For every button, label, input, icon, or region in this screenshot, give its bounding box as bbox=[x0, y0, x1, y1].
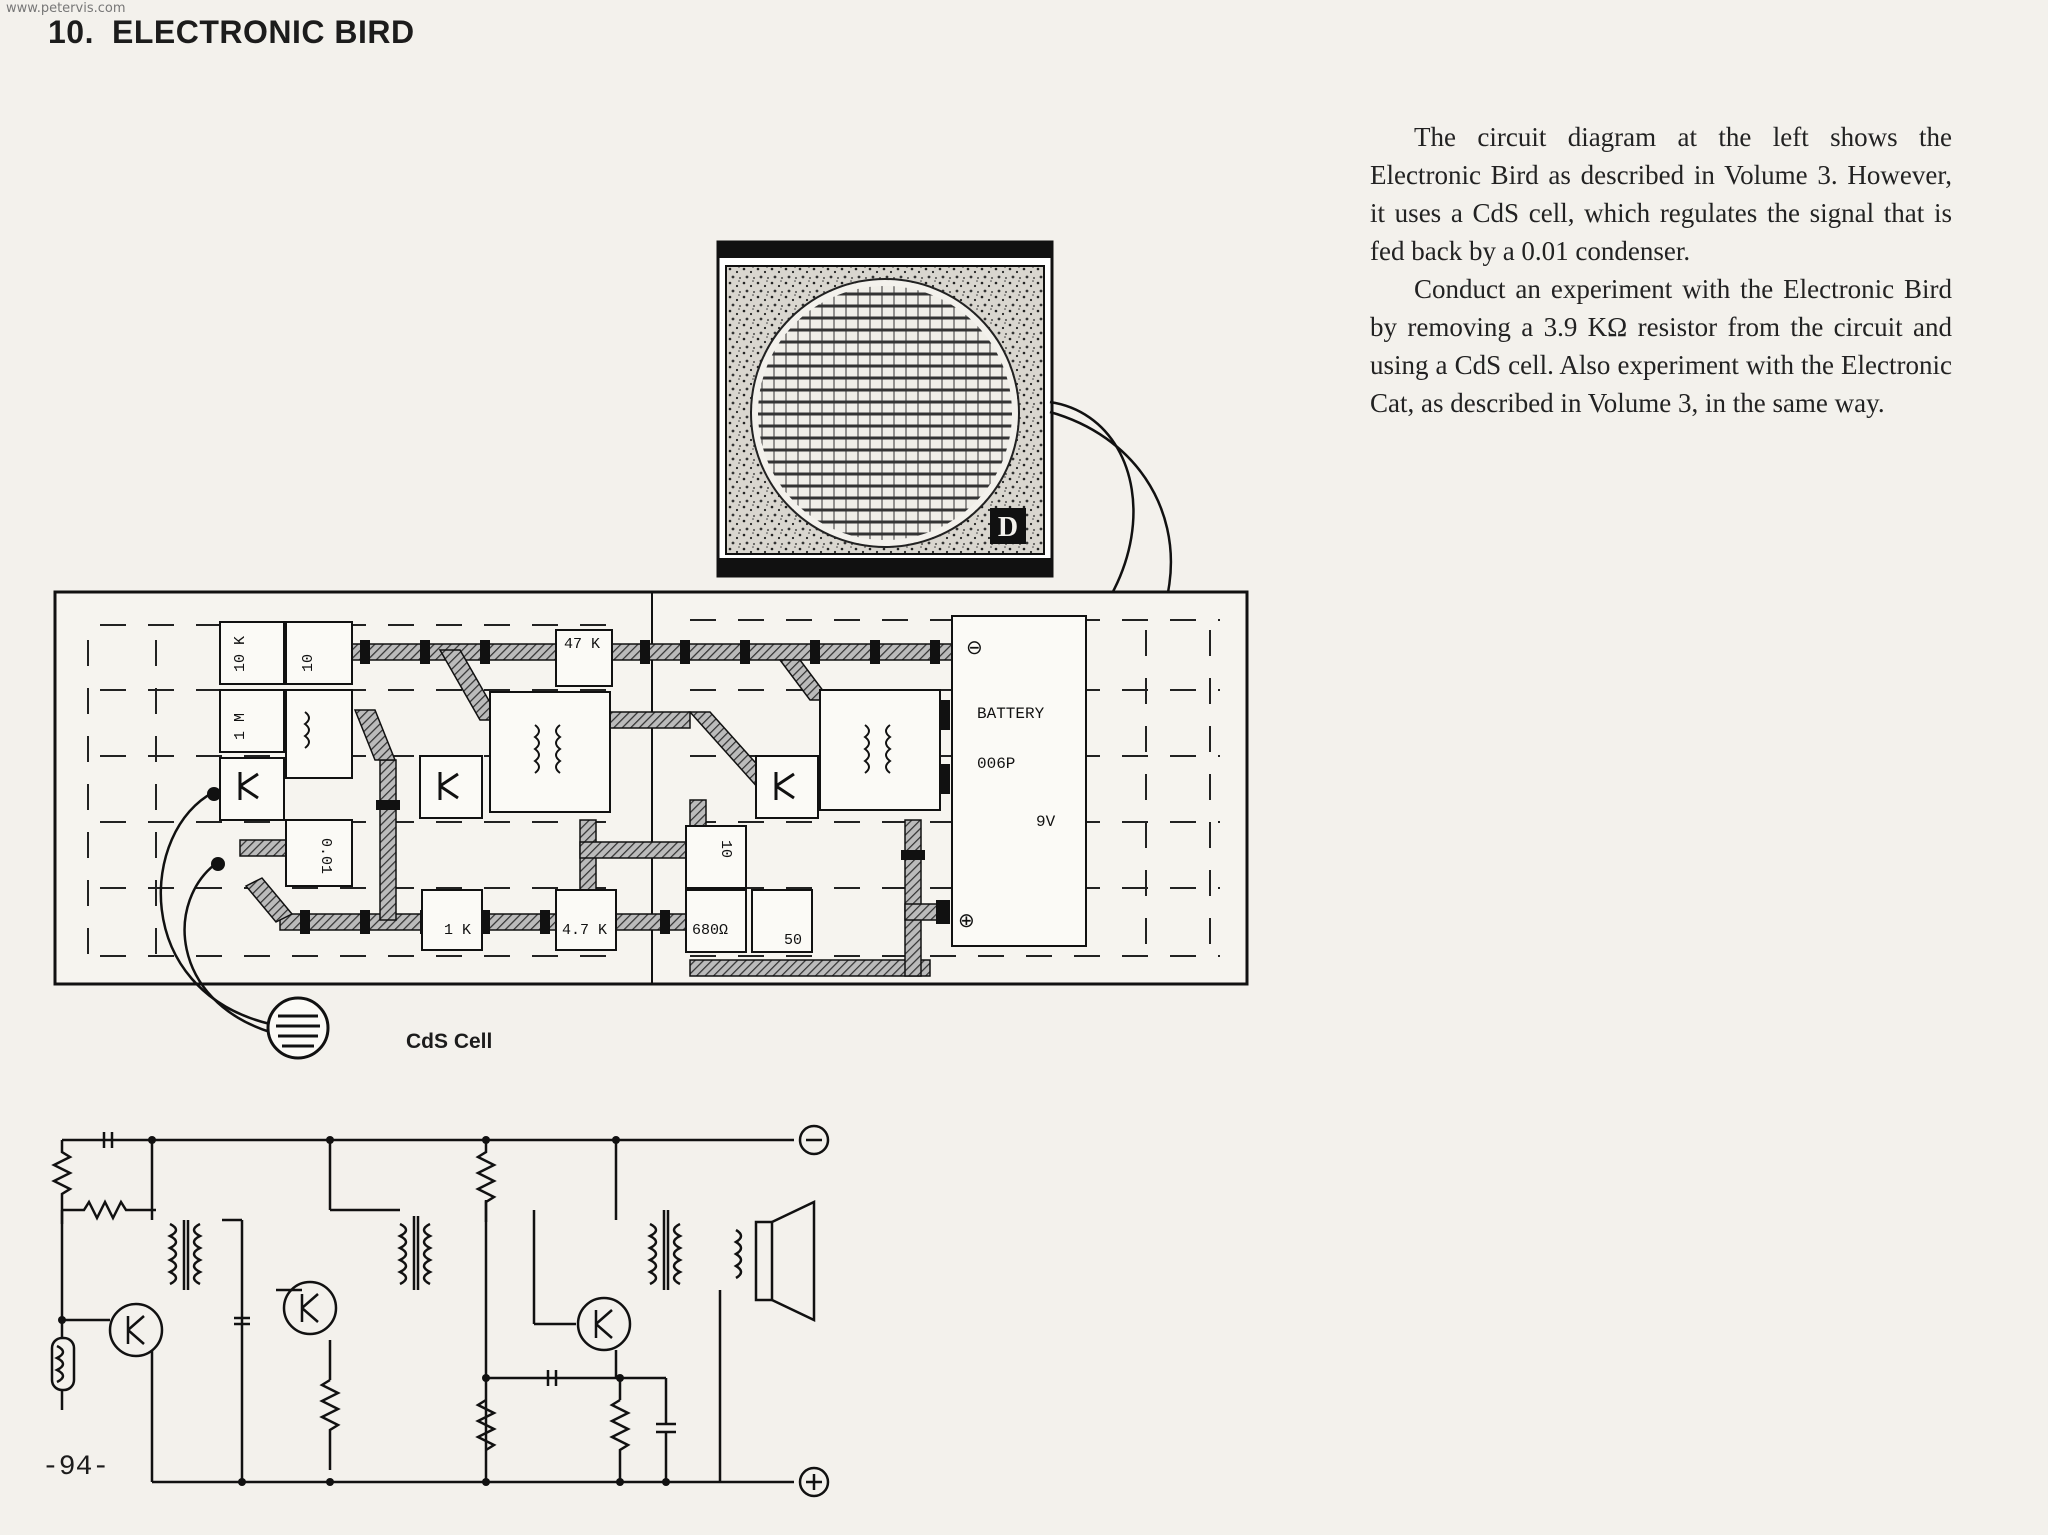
battery: BATTERY 006P 9V ⊖ ⊕ bbox=[951, 615, 1087, 947]
cds-cell-label: CdS Cell bbox=[406, 1030, 493, 1053]
speaker: D bbox=[716, 240, 1054, 578]
label-c50: 50 bbox=[784, 932, 802, 949]
label-c10: 10 bbox=[300, 654, 317, 672]
terminal-minus: ⊖ bbox=[966, 637, 983, 659]
label-1m: 1 M bbox=[232, 713, 249, 740]
breadboard: BATTERY 006P 9V ⊖ ⊕ 10 K 10 1 M 0.01 47 … bbox=[53, 590, 1249, 986]
label-4-7k: 4.7 K bbox=[562, 922, 607, 939]
section-number: 10. bbox=[48, 14, 94, 50]
page-number: -94- bbox=[42, 1452, 110, 1483]
schematic-terminals bbox=[798, 1124, 830, 1498]
cds-cell bbox=[159, 787, 330, 1060]
label-47k: 47 K bbox=[564, 636, 600, 653]
schematic bbox=[50, 1132, 816, 1484]
label-1k: 1 K bbox=[444, 922, 471, 939]
label-680: 680Ω bbox=[692, 922, 728, 939]
paragraph-2: Conduct an experiment with the Electroni… bbox=[1370, 274, 1952, 418]
battery-label: BATTERY bbox=[977, 705, 1045, 723]
transformer-icons bbox=[303, 711, 892, 774]
section-title: ELECTRONIC BIRD bbox=[111, 14, 415, 50]
page-title: 10. ELECTRONIC BIRD bbox=[48, 14, 415, 51]
label-001: 0.01 bbox=[317, 838, 334, 874]
watermark: www.petervis.com bbox=[6, 1, 126, 16]
terminal-plus: ⊕ bbox=[958, 910, 975, 932]
svg-text:D: D bbox=[998, 512, 1018, 543]
label-c10b: 10 bbox=[717, 840, 734, 858]
battery-voltage: 9V bbox=[1036, 813, 1056, 831]
label-10k: 10 K bbox=[232, 636, 249, 672]
description-text: The circuit diagram at the left shows th… bbox=[1370, 118, 1952, 422]
battery-code: 006P bbox=[977, 755, 1015, 773]
transistor-icons bbox=[238, 772, 795, 800]
brand-logo bbox=[990, 508, 1026, 544]
paragraph-1: The circuit diagram at the left shows th… bbox=[1370, 122, 1952, 266]
